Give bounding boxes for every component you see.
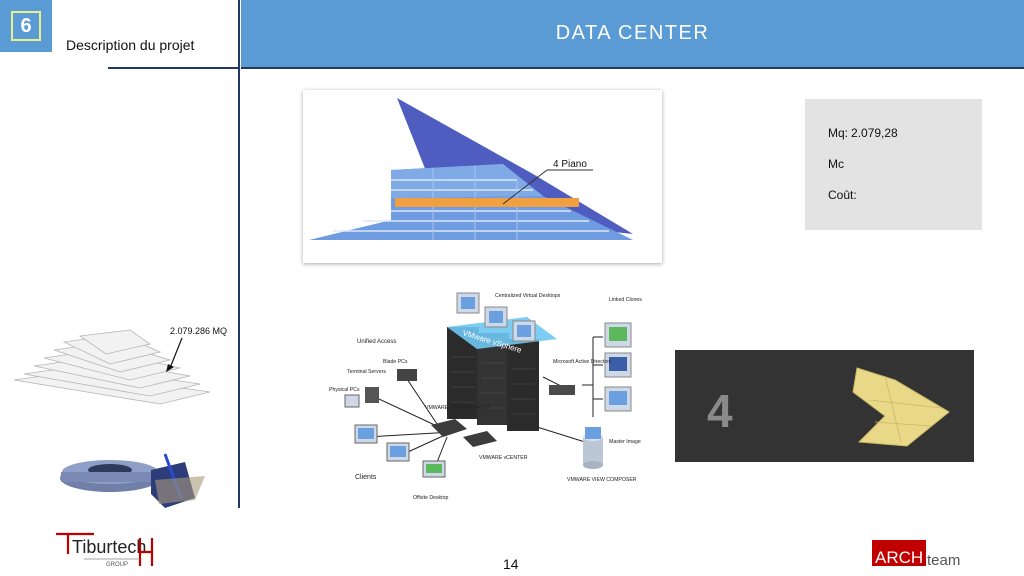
mc-label: Mc: [828, 157, 844, 171]
label-terminal-servers: Terminal Servers: [347, 369, 386, 375]
active-directory-icon: [549, 385, 575, 395]
floor-lines: [333, 179, 609, 232]
server-racks: VMware vSphere: [447, 317, 557, 431]
label-view-composer: VMWARE VIEW COMPOSER: [567, 477, 637, 483]
floor-pointer: [502, 169, 548, 205]
logo-team-text: team: [927, 552, 960, 568]
mq-value: 2.079,28: [851, 126, 898, 140]
label-vcenter: VMWARE vCENTER: [479, 455, 528, 461]
info-row-cost: Coût:: [828, 188, 982, 219]
floor-label: 4 Piano: [553, 159, 587, 170]
mq-label: Mq:: [828, 126, 849, 140]
label-physical-pcs: Physical PCs: [329, 387, 360, 393]
label-offsite-desktop: Offsite Desktop: [413, 495, 448, 501]
cost-label: Coût:: [828, 188, 857, 202]
logo-arch-box: [872, 540, 926, 566]
page-number: 14: [503, 556, 519, 572]
slide-number: 6: [11, 11, 41, 41]
site-plan-sketch: 2.079.286 MQ: [13, 326, 227, 405]
view-composer-icon: [583, 427, 603, 469]
header-bar: DATA CENTER: [241, 0, 1024, 67]
vmware-network-diagram: VMware vSphere Centralize: [329, 292, 642, 501]
area-pointer-arrowhead: [166, 364, 174, 372]
logo-h-mark: [138, 538, 154, 566]
label-unified-access: Unified Access: [357, 339, 396, 345]
floor-plan-shape: [852, 367, 950, 447]
slide-number-badge: 6: [0, 0, 52, 52]
label-master-image: Master Image: [609, 439, 641, 445]
linked-clones-icons: [604, 322, 632, 412]
info-row-mc: Mc: [828, 157, 982, 188]
section-underline: [108, 67, 240, 69]
vertical-divider: [238, 0, 240, 508]
label-blade-pcs: Blade PCs: [383, 359, 408, 365]
tiburtech-logo: Tiburtech GROUP: [56, 532, 154, 568]
network-connections: [366, 336, 603, 476]
label-clients: Clients: [355, 474, 377, 481]
label-centralized: Centralized Virtual Desktops: [495, 293, 561, 299]
info-box: Mq:2.079,28 Mc Coût:: [805, 99, 982, 230]
floor-highlight: [395, 198, 579, 207]
logo-left-subtext: GROUP: [106, 562, 128, 568]
logo-t-mark: [56, 532, 94, 554]
floor-plan-number: 4: [707, 385, 733, 437]
page-title: DATA CENTER: [555, 22, 710, 44]
blade-pc-icon: [397, 369, 417, 381]
label-linked-clones: Linked Clones: [609, 297, 642, 303]
area-pointer: [169, 337, 183, 369]
info-row-mq: Mq:2.079,28: [828, 126, 982, 157]
label-active-directory: Microsoft Active Directory: [553, 359, 612, 365]
building-elevation-image: 4 Piano: [303, 90, 662, 263]
logo-arch-text: ARCH: [875, 548, 923, 567]
logo-left-text: Tiburtech: [72, 537, 146, 557]
client-devices: [354, 424, 446, 478]
area-label: 2.079.286 MQ: [170, 326, 227, 336]
archteam-logo: ARCH team: [872, 540, 960, 568]
view-manager-icon: [431, 419, 467, 437]
terminal-server-icon: [365, 387, 379, 403]
header-underline: [241, 67, 1024, 69]
virtual-desktop-icons: [456, 292, 536, 342]
building-elevation-drawing: 4 Piano: [309, 98, 633, 240]
section-label: Description du projet: [66, 37, 195, 53]
label-view-manager: VMWARE VIEW MANAGER: [425, 405, 491, 411]
physical-pc-icon: [344, 394, 360, 408]
massing-3d-sketch: [60, 453, 205, 508]
floor-plan-panel: 4: [675, 350, 974, 462]
vcenter-icon: [463, 431, 497, 447]
